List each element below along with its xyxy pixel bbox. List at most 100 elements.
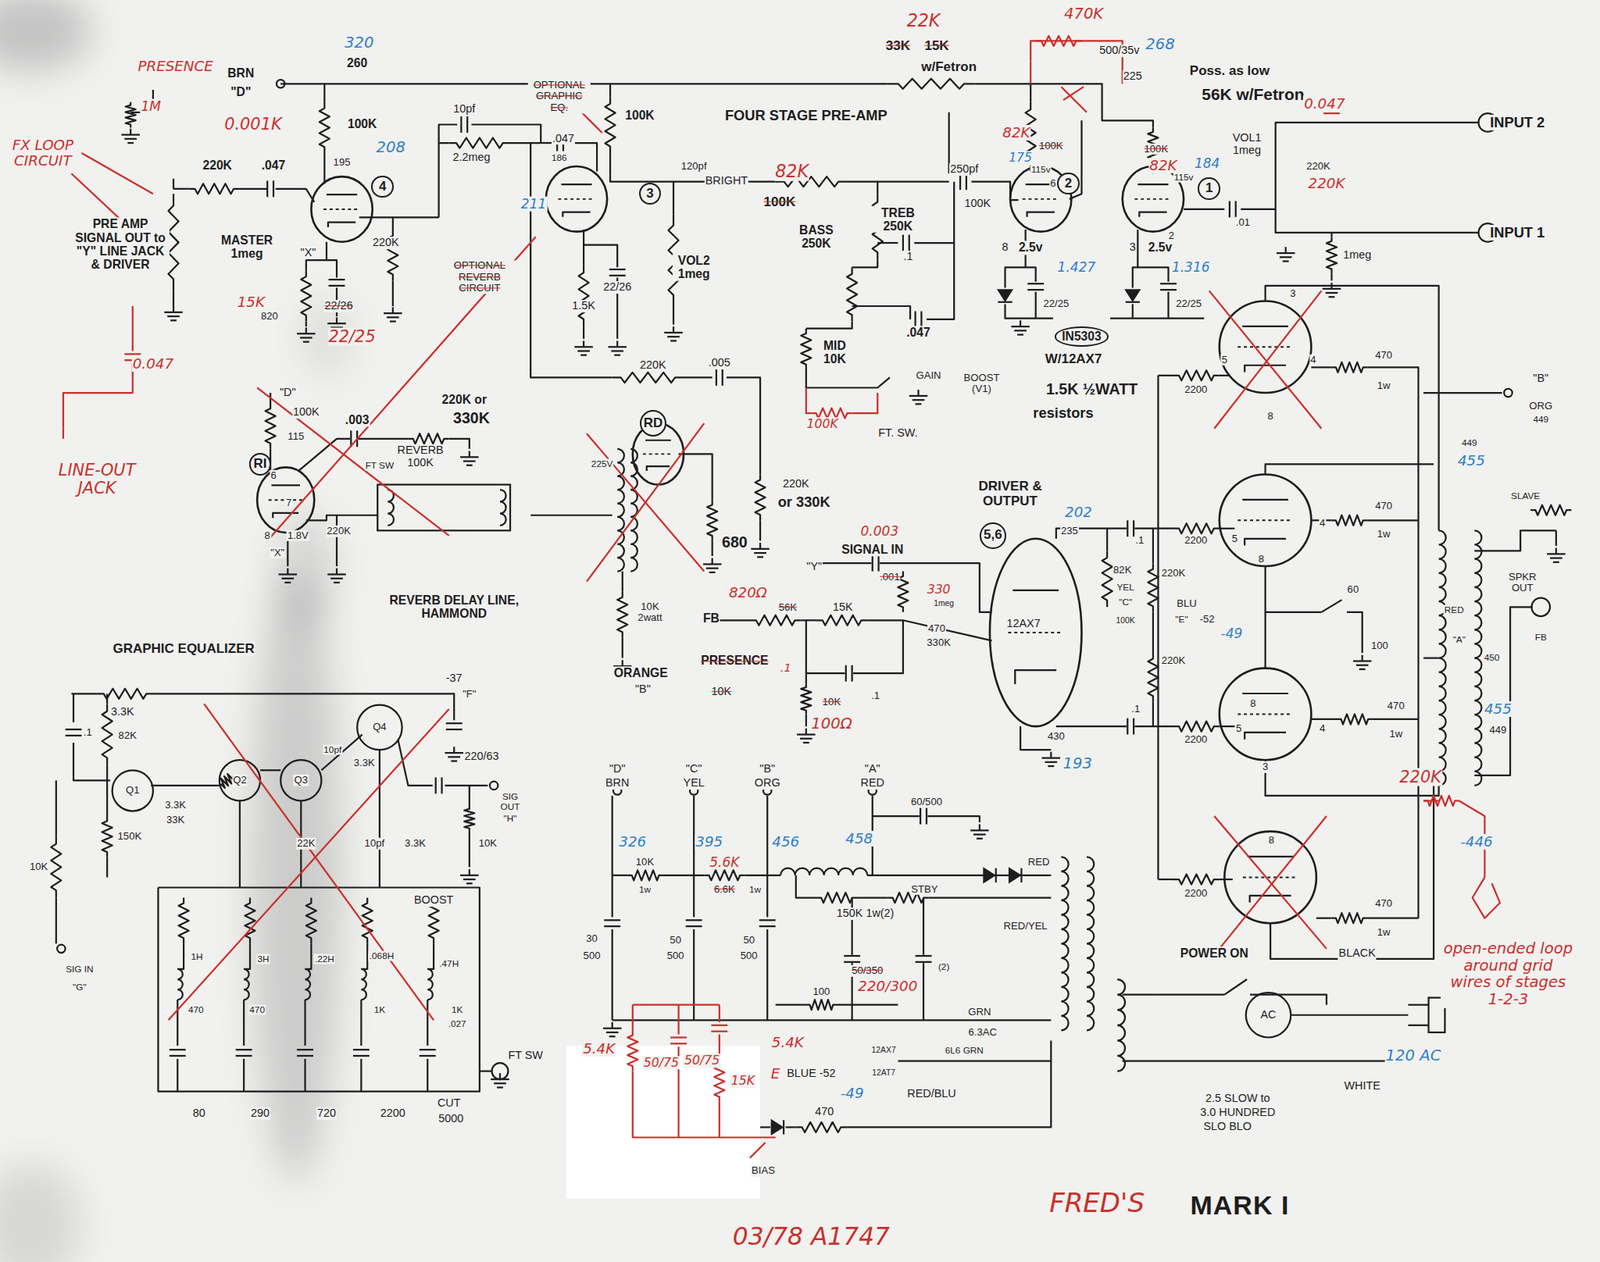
schematic-label: 720	[316, 1107, 337, 1121]
schematic-label: 220K	[201, 158, 233, 172]
ground-stem	[468, 869, 471, 876]
ground-symbol	[333, 582, 340, 584]
wire	[1134, 725, 1174, 728]
resistor-symbol	[300, 270, 311, 322]
wire	[444, 785, 488, 787]
schematic-label: 3.3K	[110, 706, 136, 719]
schematic-label: .1	[779, 662, 793, 675]
schematic-label: Q2	[232, 775, 247, 786]
wire	[760, 1126, 771, 1129]
schematic-label: 268	[1144, 36, 1175, 54]
schematic-label: 8	[1257, 553, 1265, 565]
wire	[1275, 122, 1479, 210]
ground-symbol	[973, 833, 986, 836]
tube-plate	[560, 183, 592, 186]
wire	[1153, 994, 1225, 997]
tube-grid	[1007, 632, 1064, 634]
wire	[1219, 878, 1233, 881]
diode-bar	[995, 868, 997, 883]
ground-symbol	[709, 571, 716, 574]
schematic-label: 456	[771, 833, 800, 850]
schematic-label: "F"	[461, 689, 477, 700]
ground-symbol	[300, 336, 313, 339]
schematic-label: 458	[844, 831, 874, 847]
capacitor-plate	[169, 1055, 186, 1058]
red-wire	[1029, 61, 1032, 85]
capacitor-plate	[266, 180, 268, 197]
capacitor-plate	[915, 955, 933, 958]
schematic-label: 225V	[590, 459, 615, 470]
ground-symbol	[667, 335, 680, 338]
schematic-label: MID 10K	[813, 338, 856, 366]
schematic-label: 10K	[821, 696, 842, 708]
schematic-label: POWER ON	[1179, 947, 1250, 961]
resistor-symbol	[306, 898, 317, 945]
tube-plate	[1242, 499, 1289, 501]
red-strike-line	[203, 703, 434, 1021]
ground-stem	[759, 542, 761, 550]
schematic-label: w/Fetron	[920, 60, 978, 75]
wire	[821, 562, 872, 565]
schematic-label: 184	[1193, 156, 1221, 172]
wire	[1152, 702, 1154, 727]
terminal-jack	[489, 782, 498, 790]
capacitor-plate	[328, 285, 346, 287]
schematic-label: Poss. as low	[1189, 64, 1271, 79]
red-additions	[63, 35, 1500, 1159]
wire	[530, 142, 612, 378]
ground-symbol	[577, 350, 590, 352]
capacitor-plate	[609, 268, 626, 271]
transistor-symbol	[280, 760, 322, 801]
schematic-label: .01	[1235, 217, 1251, 229]
capacitor-plate	[440, 777, 443, 794]
schematic-label: .1	[870, 690, 881, 702]
ground-symbol	[278, 573, 298, 575]
ground-symbol	[1553, 561, 1560, 564]
wire	[242, 1000, 245, 1047]
ground-symbol	[450, 760, 458, 762]
resistor-symbol	[1147, 563, 1158, 613]
wire	[611, 796, 614, 918]
schematic-label: PRESENCE	[136, 58, 214, 75]
stage-number: 3	[646, 186, 654, 202]
wire	[1106, 528, 1108, 552]
ground-stem	[1019, 320, 1022, 327]
schematic-label: FT SW	[507, 1050, 544, 1063]
ground-symbol	[1276, 252, 1296, 254]
wire	[1167, 292, 1169, 319]
capacitor-plate	[65, 735, 83, 737]
ground-symbol	[466, 464, 473, 467]
ground-symbol	[1550, 557, 1563, 560]
schematic-label: 50	[668, 935, 683, 947]
ground-symbol	[800, 738, 813, 740]
schematic-label: 220/63	[463, 750, 500, 764]
transistor-symbol	[112, 770, 154, 811]
capacitor-plate	[759, 925, 776, 928]
schematic-label: 470	[927, 622, 947, 634]
capacitor-plate	[715, 369, 718, 386]
schematic-label: 5.4K	[771, 1035, 805, 1051]
wire	[1122, 1060, 1154, 1062]
capacitor-plate	[965, 173, 968, 190]
schematic-label: 12AX7	[1005, 617, 1041, 631]
schematic-label: 211	[520, 196, 547, 212]
ground-symbol	[284, 582, 291, 584]
wire	[775, 1004, 807, 1007]
wire	[928, 896, 1052, 899]
schematic-label: YEL	[1115, 582, 1135, 593]
capacitor-plate	[296, 1049, 314, 1051]
ground-symbol	[803, 742, 810, 744]
ground-symbol	[463, 460, 476, 462]
schematic-label: BRN	[226, 66, 255, 80]
ground-symbol	[447, 756, 461, 758]
schematic-label: 7	[285, 497, 293, 509]
tube-cathode	[272, 513, 299, 518]
wire	[55, 780, 58, 837]
schematic-label: 2.5 SLOW to	[1204, 1092, 1271, 1106]
schematic-label: 2.5v	[1017, 241, 1044, 255]
schematic-label: 6	[1049, 178, 1057, 190]
resistor-symbol	[362, 898, 373, 945]
wire	[303, 1000, 306, 1047]
schematic-label: 1K	[450, 1005, 464, 1016]
wire	[611, 929, 614, 1021]
